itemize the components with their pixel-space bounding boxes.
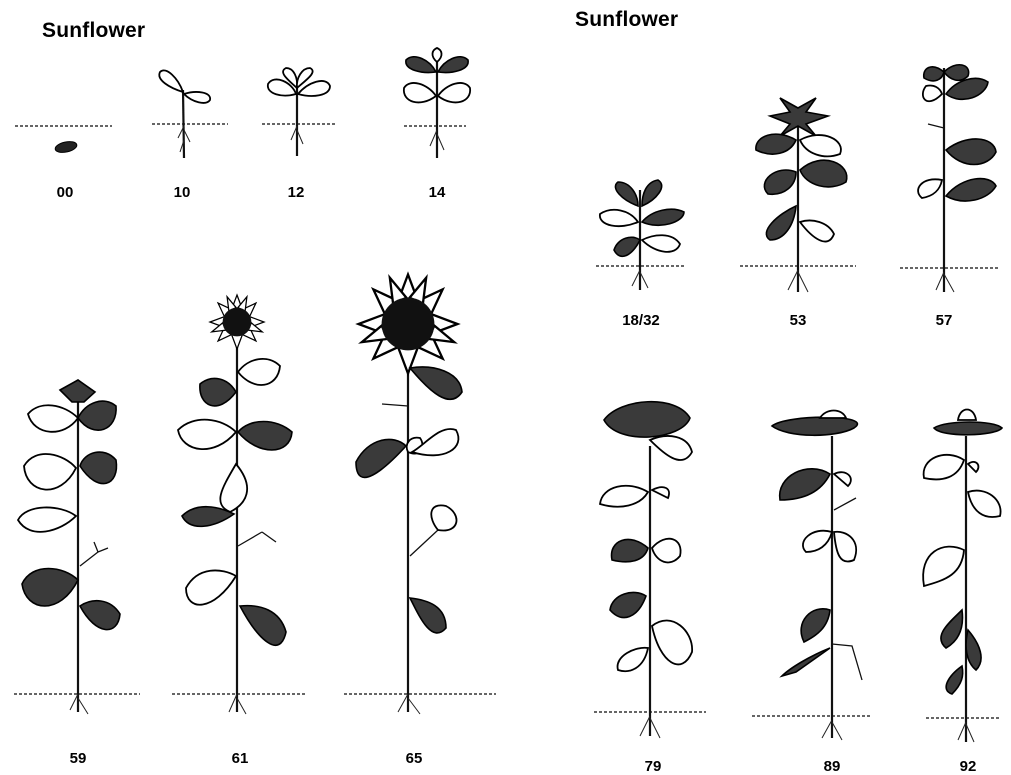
plant-stage-65 bbox=[344, 275, 496, 715]
plant-stage-59 bbox=[14, 380, 140, 714]
plant-stage-00 bbox=[15, 126, 112, 154]
plant-stage-10 bbox=[152, 70, 228, 158]
plant-stage-79 bbox=[594, 402, 706, 738]
plant-stage-89 bbox=[752, 411, 870, 741]
plant-stage-53 bbox=[740, 98, 856, 292]
plant-stage-18-32 bbox=[596, 180, 684, 290]
plant-stage-12 bbox=[262, 68, 336, 156]
plant-stage-57 bbox=[900, 65, 1000, 292]
plant-stage-61 bbox=[172, 295, 306, 714]
plant-stage-14 bbox=[404, 48, 470, 158]
plant-stage-92 bbox=[923, 410, 1002, 743]
